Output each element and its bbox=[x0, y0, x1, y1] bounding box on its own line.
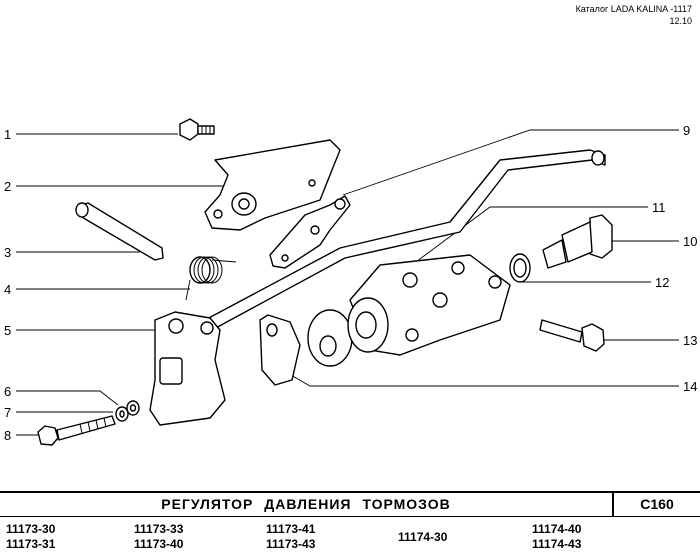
parts-diagram: 1 2 3 4 5 6 7 8 9 11 10 12 13 14 bbox=[4, 118, 697, 446]
callout-8: 8 bbox=[4, 428, 11, 443]
callout-14: 14 bbox=[683, 379, 697, 394]
callout-10: 10 bbox=[683, 234, 697, 249]
model-3b: 11173-43 bbox=[266, 537, 316, 551]
part-2-bracket bbox=[204, 139, 341, 231]
callout-11: 11 bbox=[652, 200, 666, 215]
part-5-plate bbox=[149, 311, 226, 426]
title-bar: РЕГУЛЯТОР ДАВЛЕНИЯ ТОРМОЗОВ C160 bbox=[0, 491, 700, 517]
part-13-bolt bbox=[539, 319, 605, 352]
callout-2: 2 bbox=[4, 179, 11, 194]
part-3-pin bbox=[75, 202, 164, 261]
part-9-lever bbox=[204, 149, 606, 331]
callout-13: 13 bbox=[683, 333, 697, 348]
catalog-header: Каталог LADA KALINA -1117 bbox=[575, 4, 692, 14]
model-2b: 11173-40 bbox=[134, 537, 184, 551]
assembly-code: C160 bbox=[640, 496, 674, 512]
callout-9: 9 bbox=[683, 123, 690, 138]
part-4-spring bbox=[185, 256, 237, 301]
callout-12: 12 bbox=[655, 275, 669, 290]
leader-lines bbox=[16, 129, 679, 436]
part-14-bracket bbox=[259, 314, 301, 386]
title-divider bbox=[612, 493, 614, 517]
model-2a: 11173-33 bbox=[134, 522, 184, 536]
model-5b: 11174-43 bbox=[532, 537, 582, 551]
part-6-7-8-fasteners bbox=[37, 400, 140, 446]
callout-3: 3 bbox=[4, 245, 11, 260]
callout-7: 7 bbox=[4, 405, 11, 420]
callout-5: 5 bbox=[4, 323, 11, 338]
callout-1: 1 bbox=[4, 127, 11, 142]
callout-numbers: 1 2 3 4 5 6 7 8 9 11 10 12 13 14 bbox=[4, 123, 697, 443]
model-3a: 11173-41 bbox=[266, 522, 316, 536]
part-10-valve bbox=[509, 214, 613, 283]
callout-6: 6 bbox=[4, 384, 11, 399]
catalog-date: 12.10 bbox=[669, 16, 692, 26]
model-5a: 11174-40 bbox=[532, 522, 582, 536]
model-4: 11174-30 bbox=[398, 530, 448, 544]
assembly-title: РЕГУЛЯТОР ДАВЛЕНИЯ ТОРМОЗОВ bbox=[161, 496, 451, 512]
model-1a: 11173-30 bbox=[6, 522, 56, 536]
part-1-bolt bbox=[179, 118, 215, 141]
pressure-regulator-body bbox=[307, 254, 511, 367]
callout-4: 4 bbox=[4, 282, 11, 297]
model-1b: 11173-31 bbox=[6, 537, 56, 551]
